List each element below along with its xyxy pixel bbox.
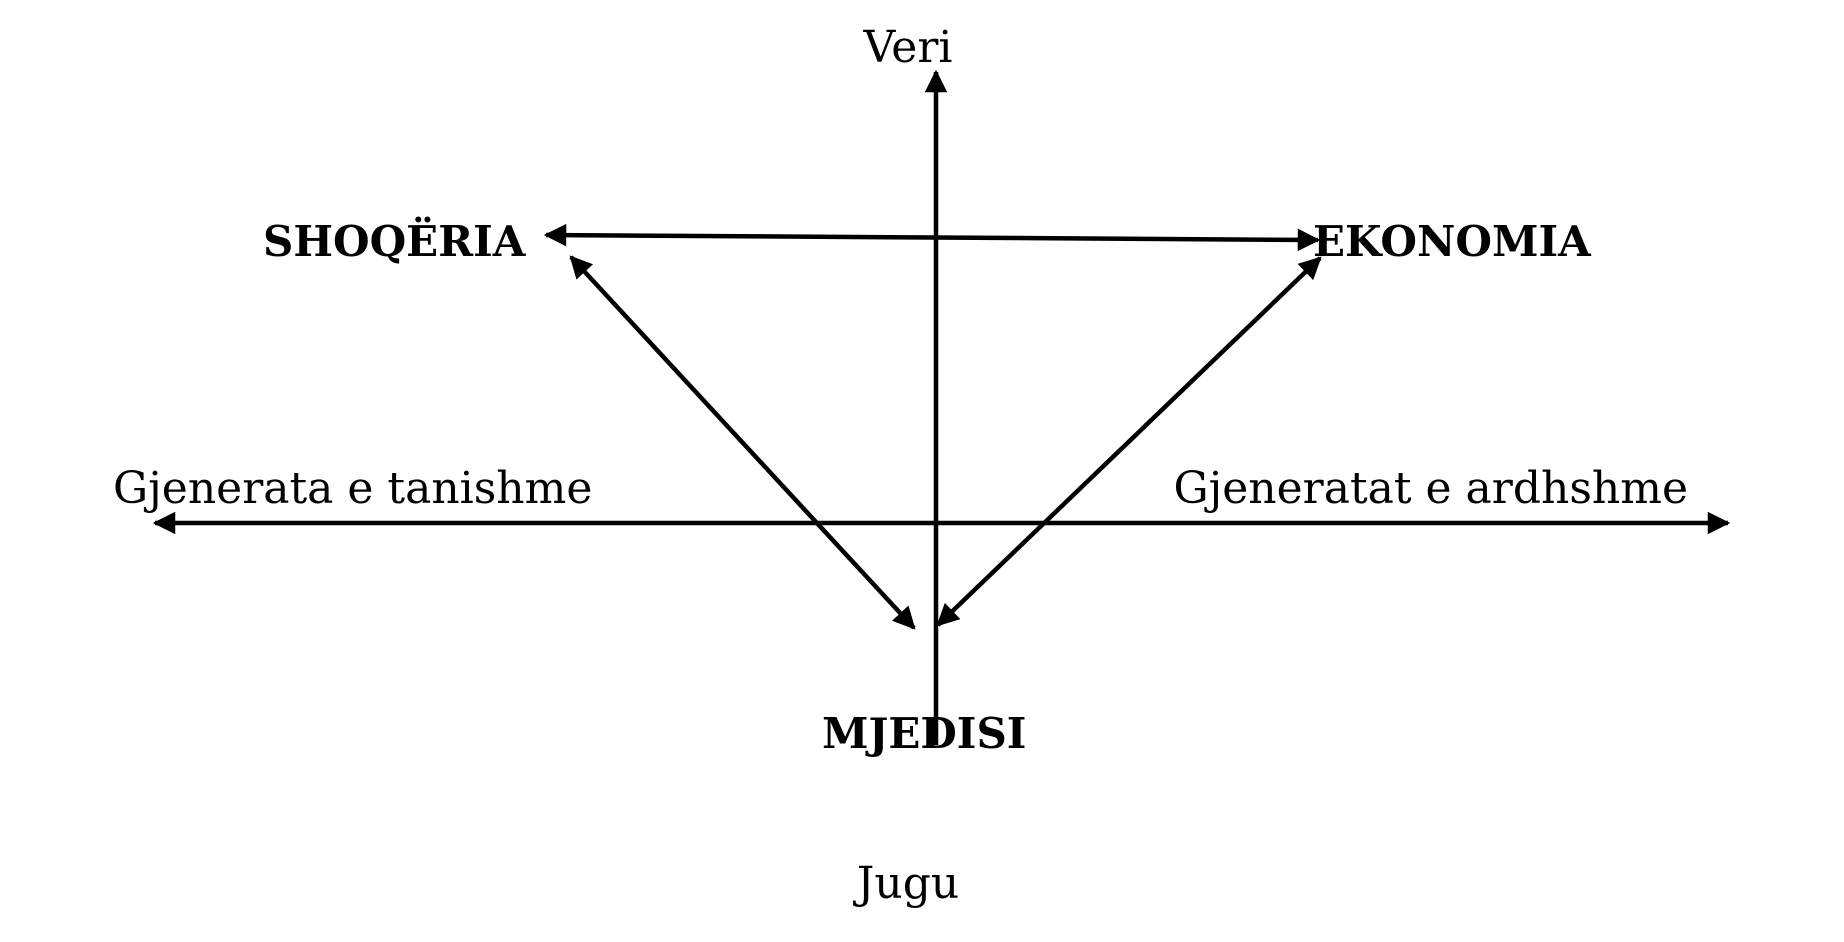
economy-label: EKONOMIA	[1313, 217, 1592, 266]
environment-label: MJEDISI	[822, 709, 1026, 758]
present-generation-label: Gjenerata e tanishme	[113, 463, 592, 514]
economy-environment-arrow	[936, 256, 1322, 627]
society-environment-arrow	[569, 255, 916, 630]
society-economy-arrow	[543, 223, 1321, 252]
future-generations-label: Gjeneratat e ardhshme	[1173, 463, 1688, 514]
society-label: SHOQËRIA	[263, 215, 527, 266]
north-label: Veri	[863, 22, 953, 73]
south-label: Jugu	[853, 858, 959, 909]
